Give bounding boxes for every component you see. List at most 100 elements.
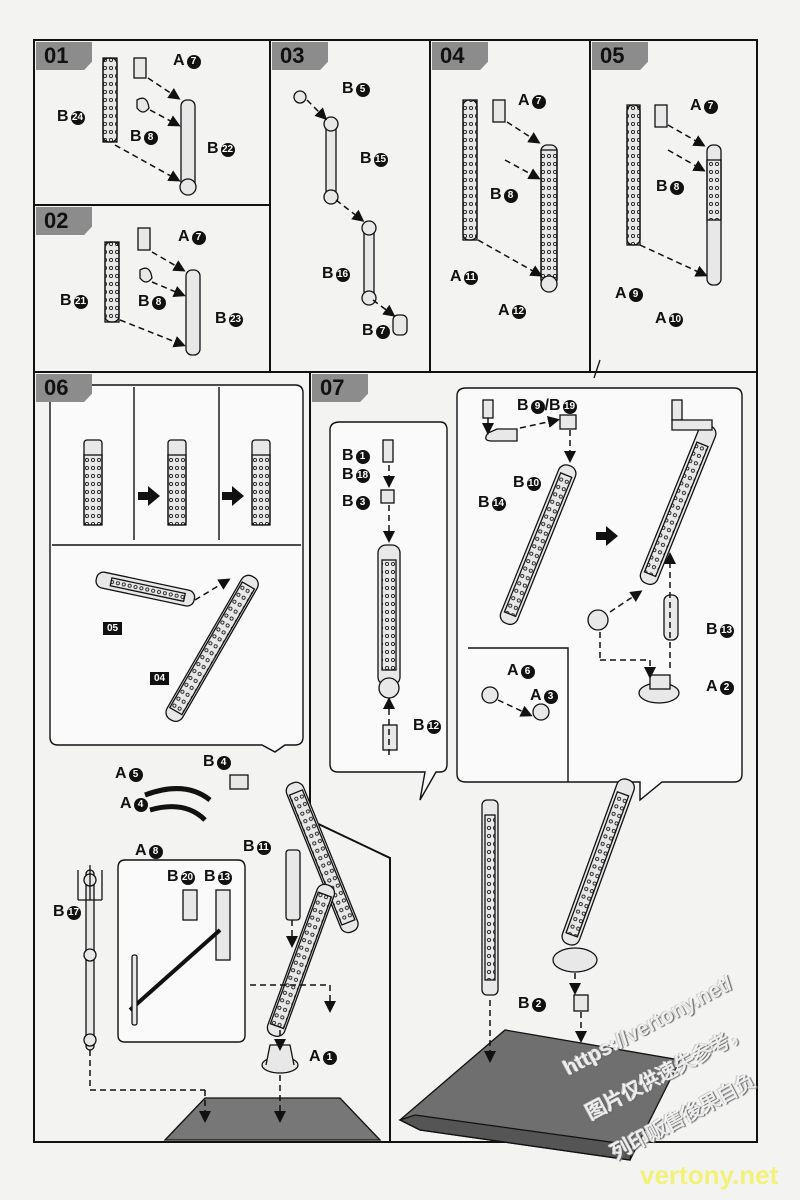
- part-letter: B: [60, 292, 72, 309]
- panel-borders: [33, 39, 758, 1143]
- part-letter: A: [706, 678, 718, 695]
- step-ref-04: 04: [150, 672, 170, 685]
- part-letter: B: [53, 903, 65, 920]
- part-letter: B: [243, 838, 255, 855]
- part-number: 3: [543, 690, 558, 704]
- part-letter: B: [360, 150, 372, 167]
- part-letter: A: [120, 795, 132, 812]
- part-number: 13: [217, 871, 232, 885]
- step-01-tab: 01: [36, 42, 92, 70]
- part-letter: B: [167, 868, 179, 885]
- part-letter: A: [690, 97, 702, 114]
- part-number: 8: [151, 296, 166, 310]
- part-number: 18: [355, 469, 370, 483]
- part-number: 8: [143, 131, 158, 145]
- part-letter: B: [513, 474, 525, 491]
- part-letter: B: [130, 128, 142, 145]
- parts-drawings: [77, 57, 722, 1161]
- part-letter: B: [322, 265, 334, 282]
- part-letter: B: [362, 322, 374, 339]
- part-letter: B: [342, 447, 354, 464]
- part-letter: B: [342, 493, 354, 510]
- part-number: 13: [719, 624, 734, 638]
- part-number: 10: [668, 313, 683, 327]
- part-letter: A: [655, 310, 667, 327]
- part-number: 1: [355, 450, 370, 464]
- part-letter: B: [204, 868, 216, 885]
- part-number: 8: [503, 189, 518, 203]
- part-letter: B: [518, 995, 530, 1012]
- part-letter: B: [57, 108, 69, 125]
- part-number: 12: [426, 720, 441, 734]
- part-letter: B: [706, 621, 718, 638]
- part-letter: B: [490, 186, 502, 203]
- part-letter-alt: /B: [544, 397, 561, 414]
- part-letter: A: [498, 302, 510, 319]
- part-number: 8: [148, 845, 163, 859]
- part-number: 21: [73, 295, 88, 309]
- part-number: 9: [628, 288, 643, 302]
- part-number: 2: [531, 998, 546, 1012]
- part-letter: B: [215, 310, 227, 327]
- part-number-alt: 19: [562, 400, 577, 414]
- part-letter: B: [478, 494, 490, 511]
- part-letter: B: [656, 178, 668, 195]
- part-letter: A: [178, 228, 190, 245]
- part-letter: A: [518, 92, 530, 109]
- part-number: 14: [491, 497, 506, 511]
- part-letter: B: [342, 80, 354, 97]
- step-07-tab: 07: [312, 374, 368, 402]
- step-05-tab: 05: [592, 42, 648, 70]
- step-02-tab: 02: [36, 207, 92, 235]
- part-letter: A: [135, 842, 147, 859]
- step-ref-05: 05: [103, 622, 123, 635]
- part-letter: B: [207, 140, 219, 157]
- part-letter: A: [530, 687, 542, 704]
- part-letter: A: [450, 268, 462, 285]
- part-number: 22: [220, 143, 235, 157]
- part-number: 7: [531, 95, 546, 109]
- step-06-tab: 06: [36, 374, 92, 402]
- part-number: 10: [526, 477, 541, 491]
- part-number: 7: [703, 100, 718, 114]
- part-letter: B: [138, 293, 150, 310]
- part-number: 5: [128, 768, 143, 782]
- part-letter: A: [309, 1048, 321, 1065]
- part-number: 3: [355, 496, 370, 510]
- part-number: 6: [520, 665, 535, 679]
- part-letter: B: [413, 717, 425, 734]
- step-03-tab: 03: [272, 42, 328, 70]
- part-number: 9: [530, 400, 545, 414]
- part-number: 5: [355, 83, 370, 97]
